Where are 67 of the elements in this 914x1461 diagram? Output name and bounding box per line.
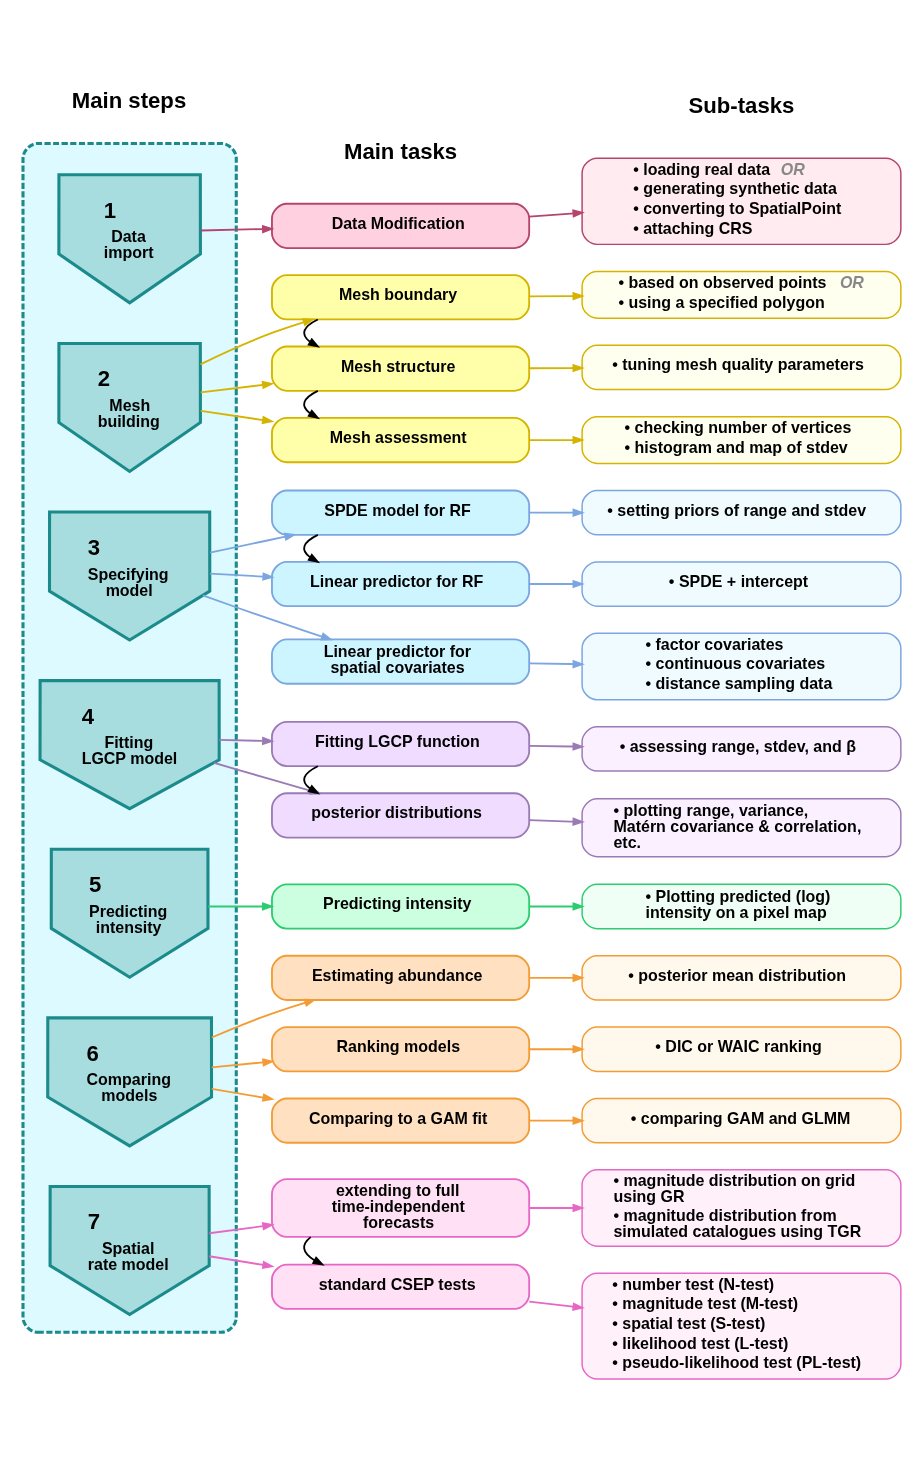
arrow xyxy=(199,224,275,234)
node-box: • comparing GAM and GLMM xyxy=(581,1097,902,1144)
arrow xyxy=(528,363,585,373)
node-box: Estimating abundance xyxy=(271,954,531,1001)
node-box: Mesh boundary xyxy=(271,274,531,321)
node-box: Mesh structure xyxy=(271,345,531,392)
node-box: • checking number of vertices • histogram and map of stdev xyxy=(581,415,902,465)
arrow xyxy=(208,1255,275,1270)
arrow xyxy=(210,1058,275,1069)
label: Main steps xyxy=(71,88,187,114)
node-box: Predicting intensity xyxy=(271,883,531,930)
arrow xyxy=(209,572,275,581)
arrow xyxy=(209,532,297,554)
arrow xyxy=(199,410,275,425)
arrow xyxy=(208,1221,275,1235)
node-box: • SPDE + intercept xyxy=(581,561,902,607)
arrow xyxy=(528,1116,585,1125)
node-box: • Plotting predicted (log) intensity on a pixel map xyxy=(581,883,902,930)
node-box: • assessing range, stdev, and β xyxy=(581,726,902,772)
arrow xyxy=(207,902,275,911)
arrow xyxy=(528,435,585,445)
node-box: • plotting range, variance, Matérn covariance & correlation, etc. xyxy=(581,798,902,858)
node-box: SPDE model for RF xyxy=(271,489,531,536)
node-box: Linear predictor for spatial covariates xyxy=(271,638,531,685)
arrow xyxy=(528,209,585,218)
arrow xyxy=(528,1300,585,1311)
arrow xyxy=(303,318,321,348)
label: Sub-tasks xyxy=(688,93,795,119)
arrow xyxy=(528,579,585,589)
node-box: • based on observed points OR • using a specified polygon xyxy=(581,270,902,319)
arrow xyxy=(528,973,585,983)
node-box: standard CSEP tests xyxy=(271,1263,531,1310)
node-box: Data Modification xyxy=(271,202,531,249)
arrow xyxy=(528,1203,585,1213)
arrow xyxy=(210,998,317,1039)
node-box: • posterior mean distribution xyxy=(581,955,902,1001)
arrow xyxy=(210,1087,275,1102)
node-box: extending to full time-independent forecasts xyxy=(271,1178,531,1238)
arrow xyxy=(528,659,585,669)
arrow xyxy=(199,380,275,394)
node-box: • factor covariates • continuous covariates • distance sampling data xyxy=(581,632,902,701)
label: Main tasks xyxy=(343,138,458,164)
node-box: Ranking models xyxy=(271,1026,531,1073)
cluster xyxy=(21,141,238,1334)
arrow xyxy=(528,508,585,517)
arrow xyxy=(218,736,275,746)
arrow xyxy=(303,534,321,564)
arrow xyxy=(528,902,585,911)
arrow xyxy=(528,291,585,301)
arrow xyxy=(528,817,585,826)
node-box: posterior distributions xyxy=(271,792,531,839)
arrow xyxy=(528,742,585,751)
node-box: • magnitude distribution on grid using GR • magnitude distribution from simulated catalogues using TGR xyxy=(581,1169,902,1247)
node-box: Fitting LGCP function xyxy=(271,720,531,768)
node-box: Mesh assessment xyxy=(271,416,531,464)
node-box: Linear predictor for RF xyxy=(271,560,531,608)
arrow xyxy=(303,390,321,420)
node-box: • DIC or WAIC ranking xyxy=(581,1026,902,1073)
arrow xyxy=(303,1236,325,1266)
node-box: • loading real data OR • generating synthetic data • converting to SpatialPoint • attaching CRS xyxy=(581,157,902,246)
arrow xyxy=(528,1044,585,1054)
arrow xyxy=(201,594,334,641)
node-box: • number test (N-test) • magnitude test (M-test) • spatial test (S-test) • likelihood test (L-test) • pseudo-likelihood test (PL-test) xyxy=(581,1272,902,1380)
node-box: Comparing to a GAM fit xyxy=(271,1097,531,1144)
arrow xyxy=(199,318,315,366)
node-box: • tuning mesh quality parameters xyxy=(581,344,902,391)
node-box: • setting priors of range and stdev xyxy=(581,489,902,536)
